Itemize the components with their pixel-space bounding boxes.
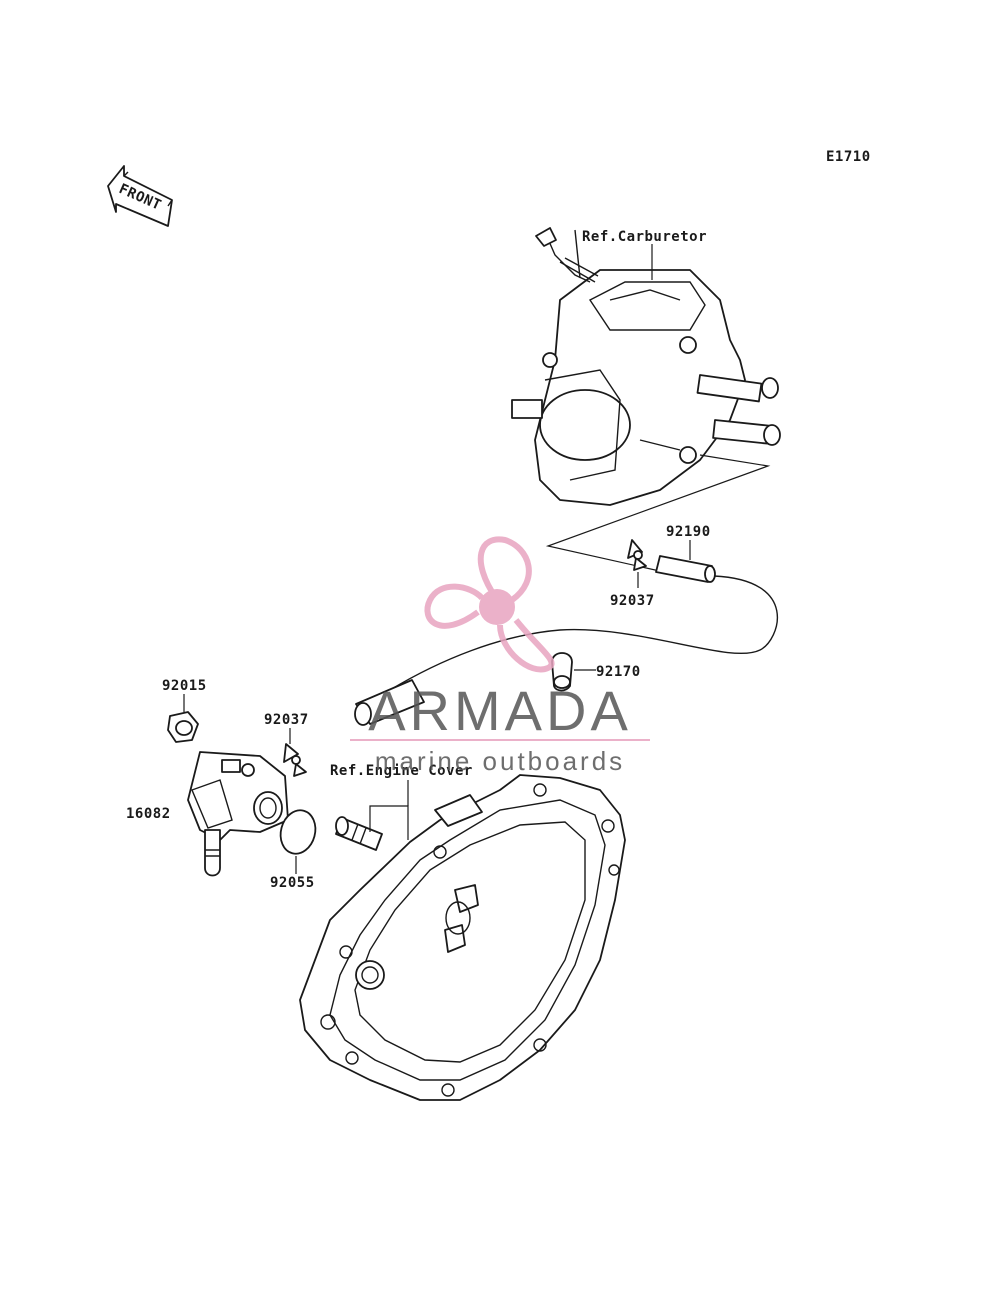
part-92015-label: 92015	[162, 678, 207, 694]
watermark-tagline: marine outboards	[375, 746, 625, 776]
part-16082-label: 16082	[126, 806, 171, 822]
armada-watermark: ARMADA marine outboards	[350, 536, 650, 776]
carburetor-drawing	[511, 227, 781, 506]
pump-16082	[187, 751, 289, 877]
clamp-92170	[551, 652, 573, 692]
part-92037-lower-label: 92037	[264, 712, 309, 728]
part-92055-label: 92055	[270, 875, 315, 891]
short-hose	[354, 679, 425, 726]
ref-engine-cover-label: Ref.Engine Cover	[330, 763, 473, 779]
part-92190-label: 92190	[666, 524, 711, 540]
part-92170-label: 92170	[596, 664, 641, 680]
watermark-brand: ARMADA	[368, 679, 632, 742]
ref-carburetor-label: Ref.Carburetor	[582, 229, 707, 245]
dowel-pin	[335, 816, 383, 851]
propeller-icon	[424, 536, 555, 673]
front-arrow-icon: FRONT	[107, 165, 173, 227]
engine-cover-drawing	[299, 774, 626, 1101]
oring-92055	[279, 809, 317, 855]
diagram-code: E1710	[826, 149, 871, 165]
hose-92190	[389, 555, 779, 691]
clamp-92037-lower	[283, 743, 307, 777]
clamp-92037-upper	[627, 539, 647, 571]
part-92037-upper-label: 92037	[610, 593, 655, 609]
nut-92015	[167, 711, 199, 743]
